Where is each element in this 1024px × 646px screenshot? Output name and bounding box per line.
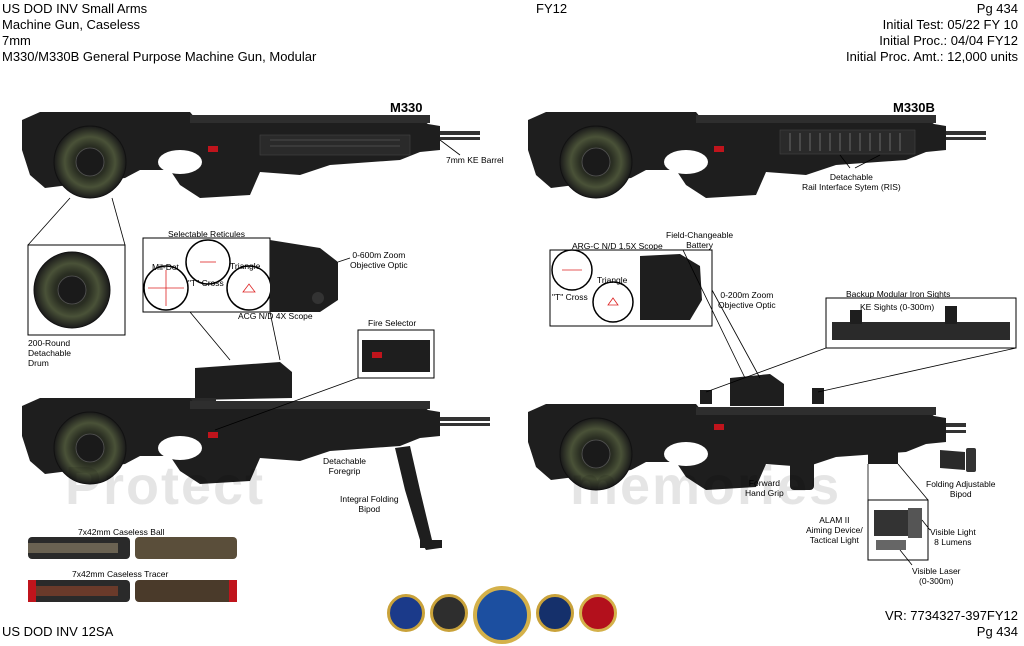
label-foregrip-line1: Detachable — [323, 456, 367, 466]
label-caseless-tracer: 7x42mm Caseless Tracer — [72, 569, 169, 579]
marines-seal-icon — [579, 594, 617, 632]
label-argc-scope: ARG-C N/D 1.5X Scope — [572, 241, 663, 251]
header-initial-test: Initial Test: 05/22 FY 10 — [882, 17, 1018, 32]
label-forward-grip: Forward Hand Grip — [745, 478, 784, 498]
header-left: US DOD INV Small Arms Machine Gun, Casel… — [2, 1, 316, 65]
footer-vr-code: VR: 7734327-397FY12 — [885, 608, 1018, 623]
label-bipod-line2: Bipod — [358, 504, 381, 514]
header-initial-proc: Initial Proc.: 04/04 FY12 — [879, 33, 1018, 48]
footer-page: Pg 434 — [976, 624, 1018, 639]
label-folding-bipod: Folding Adjustable Bipod — [926, 479, 995, 499]
label-t-cross: "T" Cross — [188, 278, 224, 288]
label-alam-line2: Aiming Device/ — [806, 525, 863, 535]
label-field-battery-line2: Battery — [686, 240, 714, 250]
label-triangle-b: Triangle — [597, 275, 628, 285]
label-drum-line1: 200-Round — [28, 338, 71, 348]
header-right: Pg 434 Initial Test: 05/22 FY 10 Initial… — [846, 1, 1018, 65]
label-forward-grip-line2: Hand Grip — [745, 488, 784, 498]
m330b-rifle — [528, 112, 986, 199]
label-bipod-line1: Integral Folding — [340, 494, 399, 504]
label-folding-bipod-line1: Folding Adjustable — [926, 479, 996, 489]
label-ris-line2: Rail Interface Sytem (RIS) — [802, 182, 901, 192]
label-field-battery: Field-Changeable Battery — [666, 230, 733, 250]
air-force-seal-icon — [387, 594, 425, 632]
label-zoom-600-line2: Objective Optic — [350, 260, 408, 270]
army-seal-icon — [430, 594, 468, 632]
label-detachable-foregrip: Detachable Foregrip — [323, 456, 366, 476]
label-visible-light-line1: Visible Light — [930, 527, 976, 537]
label-alam: ALAM II Aiming Device/ Tactical Light — [806, 515, 863, 545]
label-forward-grip-line1: Forward — [748, 478, 780, 488]
label-selectable-reticules: Selectable Reticules — [168, 229, 246, 239]
navy-seal-icon — [536, 594, 574, 632]
header-line-designation: M330/M330B General Purpose Machine Gun, … — [2, 49, 317, 64]
m330-rifle-configured — [22, 362, 490, 550]
label-acog-scope: ACG N/D 4X Scope — [238, 311, 313, 321]
label-backup-sights: Backup Modular Iron Sights — [846, 289, 951, 299]
header-initial-amt: Initial Proc. Amt.: 12,000 units — [846, 49, 1018, 64]
label-mil-dot: Mil-Dot — [152, 262, 179, 272]
header-line-category: US DOD INV Small Arms — [2, 1, 148, 16]
label-fire-selector: Fire Selector — [368, 318, 417, 328]
label-field-battery-line1: Field-Changeable — [666, 230, 734, 240]
label-visible-light-line2: 8 Lumens — [934, 537, 972, 547]
label-alam-line3: Tactical Light — [809, 535, 859, 545]
label-drum: 200-Round Detachable Drum — [28, 338, 71, 368]
watermark-right: memories — [570, 456, 842, 516]
label-ke-barrel: 7mm KE Barrel — [446, 155, 504, 165]
model-title-m330b: M330B — [893, 100, 935, 115]
label-ris-line1: Detachable — [829, 172, 873, 182]
label-zoom-200: 0-200m Zoom Objective Optic — [718, 290, 776, 310]
label-visible-laser-line1: Visible Laser — [912, 566, 961, 576]
model-title-m330: M330 — [390, 100, 423, 115]
header-line-type: Machine Gun, Caseless — [2, 17, 141, 32]
label-foregrip-line2: Foregrip — [328, 466, 361, 476]
label-ke-sights: KE Sights (0-300m) — [860, 302, 935, 312]
header-page: Pg 434 — [976, 1, 1018, 16]
label-t-cross-b: "T" Cross — [552, 292, 588, 302]
m330b-rifle-configured — [528, 374, 976, 491]
label-zoom-200-line1: 0-200m Zoom — [720, 290, 774, 300]
m330-rifle — [22, 112, 480, 199]
watermark-left: Protect — [65, 456, 266, 516]
dod-seal-icon — [473, 586, 531, 644]
label-folding-bipod-line2: Bipod — [949, 489, 972, 499]
label-visible-laser: Visible Laser (0-300m) — [912, 566, 961, 586]
label-zoom-200-line2: Objective Optic — [718, 300, 776, 310]
footer-inventory-code: US DOD INV 12SA — [2, 624, 114, 639]
label-drum-line2: Detachable — [28, 348, 72, 358]
label-zoom-600: 0-600m Zoom Objective Optic — [350, 250, 408, 270]
label-alam-line1: ALAM II — [819, 515, 850, 525]
header-line-caliber: 7mm — [2, 33, 31, 48]
label-triangle: Triangle — [230, 261, 261, 271]
label-drum-line3: Drum — [28, 358, 49, 368]
label-visible-light: Visible Light 8 Lumens — [930, 527, 976, 547]
header-fiscal-year: FY12 — [536, 1, 568, 16]
label-ris: Detachable Rail Interface Sytem (RIS) — [802, 172, 901, 192]
label-caseless-ball: 7x42mm Caseless Ball — [78, 527, 165, 537]
label-integral-bipod: Integral Folding Bipod — [340, 494, 399, 514]
footer-right: VR: 7734327-397FY12 Pg 434 — [885, 608, 1018, 640]
label-zoom-600-line1: 0-600m Zoom — [352, 250, 406, 260]
label-visible-laser-line2: (0-300m) — [919, 576, 954, 586]
